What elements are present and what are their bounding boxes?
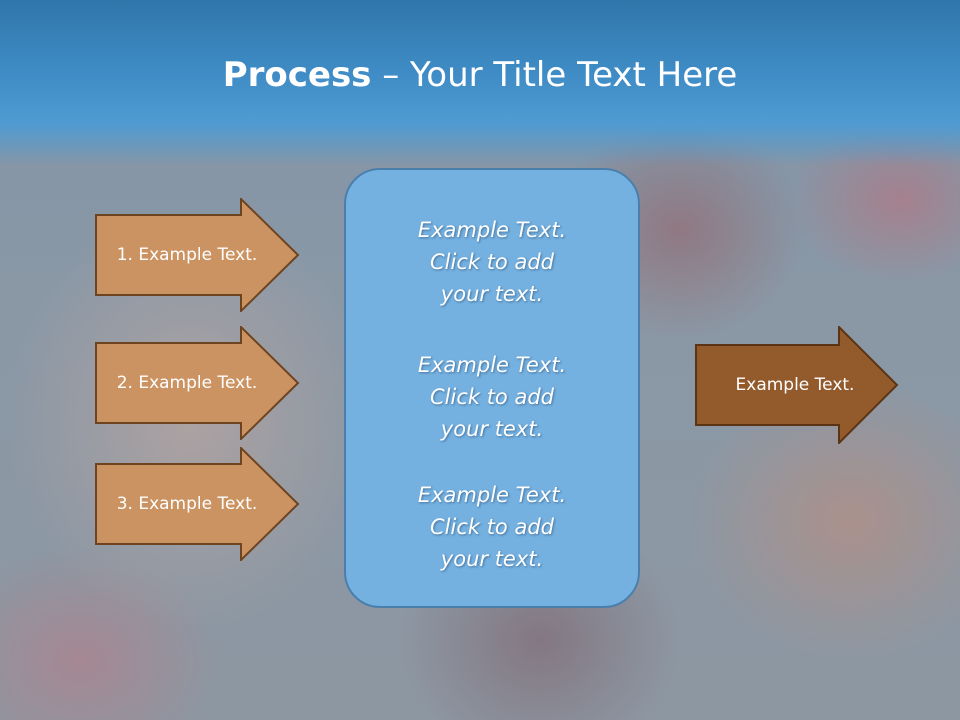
center-line: Click to add — [429, 515, 554, 539]
center-line: your text. — [440, 417, 544, 441]
right-arrow[interactable]: Example Text. — [695, 326, 900, 444]
left-arrow-label: 2. Example Text. — [116, 373, 258, 393]
center-line: Click to add — [429, 385, 554, 409]
title-rest: – Your Title Text Here — [371, 55, 738, 95]
title-band — [0, 0, 960, 165]
center-line: your text. — [440, 547, 544, 571]
slide-title[interactable]: Process – Your Title Text Here — [0, 52, 960, 98]
center-text-box[interactable]: Example Text. Click to add your text. Ex… — [344, 168, 640, 608]
left-arrow-2[interactable]: 2. Example Text. — [95, 326, 300, 440]
arrow-shape — [695, 326, 899, 444]
left-arrow-1[interactable]: 1. Example Text. — [95, 198, 300, 312]
center-text-block-2: Example Text. Click to add your text. — [346, 349, 638, 445]
arrow-shape — [95, 326, 300, 440]
center-line: Example Text. — [417, 483, 567, 507]
arrow-shape — [95, 447, 300, 561]
center-text-block-3: Example Text. Click to add your text. — [346, 479, 638, 575]
center-line: Click to add — [429, 250, 554, 274]
right-arrow-label: Example Text. — [735, 375, 855, 395]
left-arrow-3[interactable]: 3. Example Text. — [95, 447, 300, 561]
arrow-shape — [95, 198, 300, 312]
title-bold: Process — [222, 55, 372, 95]
center-line: your text. — [440, 282, 544, 306]
center-line: Example Text. — [417, 218, 567, 242]
left-arrow-label: 3. Example Text. — [116, 494, 258, 514]
left-arrow-label: 1. Example Text. — [116, 245, 258, 265]
center-text-block-1: Example Text. Click to add your text. — [346, 214, 638, 310]
center-line: Example Text. — [417, 353, 567, 377]
